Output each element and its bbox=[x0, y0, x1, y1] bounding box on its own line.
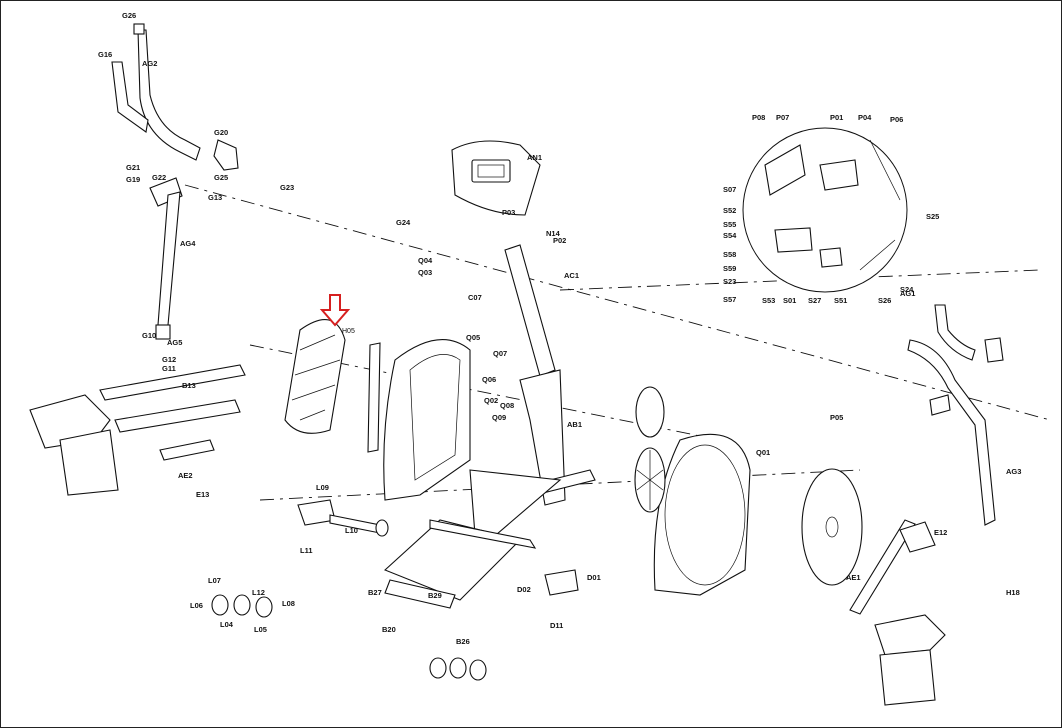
stabilizer-parts bbox=[211, 499, 579, 681]
part-label: P02 bbox=[553, 236, 566, 245]
part-label: S23 bbox=[723, 277, 736, 286]
part-label: AG5 bbox=[167, 338, 182, 347]
part-label: Q05 bbox=[466, 333, 480, 342]
part-label: S55 bbox=[723, 220, 736, 229]
part-label: P05 bbox=[830, 413, 843, 422]
part-label: L08 bbox=[282, 599, 295, 608]
part-label: P07 bbox=[776, 113, 789, 122]
base-frame bbox=[383, 519, 537, 609]
left-pedal-arm bbox=[29, 364, 246, 496]
part-label: Q09 bbox=[492, 413, 506, 422]
part-label: S57 bbox=[723, 295, 736, 304]
part-label: AE2 bbox=[178, 471, 193, 480]
part-label: G21 bbox=[126, 163, 140, 172]
part-label: G24 bbox=[396, 218, 411, 227]
part-labels: G26G16AG2G20G21G22G19G13G25G23G24AG4AN1P… bbox=[98, 11, 1021, 646]
part-label: P04 bbox=[858, 113, 872, 122]
part-label: AG2 bbox=[142, 59, 157, 68]
left-shroud bbox=[284, 319, 471, 501]
part-label: S07 bbox=[723, 185, 736, 194]
part-label: G12 bbox=[162, 355, 176, 364]
part-label: G16 bbox=[98, 50, 112, 59]
part-label: L06 bbox=[190, 601, 203, 610]
part-label: P08 bbox=[752, 113, 765, 122]
part-label: B13 bbox=[182, 381, 196, 390]
part-label: S53 bbox=[762, 296, 775, 305]
detail-inset bbox=[742, 127, 908, 293]
highlighted-part-label: H05 bbox=[342, 328, 355, 335]
part-label: S52 bbox=[723, 206, 736, 215]
highlight-arrow bbox=[319, 294, 351, 327]
part-label: S51 bbox=[834, 296, 847, 305]
part-label: L04 bbox=[220, 620, 234, 629]
flywheel bbox=[634, 386, 863, 586]
part-label: S27 bbox=[808, 296, 821, 305]
part-label: N14 bbox=[546, 229, 561, 238]
part-label: AB1 bbox=[567, 420, 582, 429]
right-handlebar bbox=[907, 304, 1004, 526]
part-label: L11 bbox=[300, 546, 313, 555]
part-label: L05 bbox=[254, 625, 267, 634]
part-label: P01 bbox=[830, 113, 843, 122]
part-label: L07 bbox=[208, 576, 221, 585]
part-label: P06 bbox=[890, 115, 903, 124]
part-label: L09 bbox=[316, 483, 329, 492]
part-label: Q08 bbox=[500, 401, 514, 410]
part-label: B27 bbox=[368, 588, 382, 597]
part-label: H18 bbox=[1006, 588, 1020, 597]
part-label: P03 bbox=[502, 208, 515, 217]
part-label: B20 bbox=[382, 625, 396, 634]
assembly-axis bbox=[184, 184, 1051, 421]
part-label: C07 bbox=[468, 293, 482, 302]
part-label: AG4 bbox=[180, 239, 196, 248]
part-label: Q01 bbox=[756, 448, 770, 457]
part-label: G26 bbox=[122, 11, 136, 20]
part-label: AC1 bbox=[564, 271, 579, 280]
part-label: Q04 bbox=[418, 256, 433, 265]
part-label: D02 bbox=[517, 585, 531, 594]
part-label: AN1 bbox=[527, 153, 542, 162]
part-label: G13 bbox=[208, 193, 222, 202]
part-label: E13 bbox=[196, 490, 209, 499]
part-label: Q03 bbox=[418, 268, 432, 277]
part-label: AE1 bbox=[846, 573, 861, 582]
part-label: G19 bbox=[126, 175, 140, 184]
part-label: G20 bbox=[214, 128, 228, 137]
right-pedal-arm bbox=[849, 519, 946, 706]
part-label: Q02 bbox=[484, 396, 498, 405]
part-label: S25 bbox=[926, 212, 939, 221]
console bbox=[451, 140, 541, 216]
part-label: B26 bbox=[456, 637, 470, 646]
part-label: S59 bbox=[723, 264, 736, 273]
part-label: E12 bbox=[934, 528, 947, 537]
part-label: G23 bbox=[280, 183, 294, 192]
part-label: D01 bbox=[587, 573, 601, 582]
part-label: S26 bbox=[878, 296, 891, 305]
part-label: G25 bbox=[214, 173, 228, 182]
part-label: G22 bbox=[152, 173, 166, 182]
part-label: S01 bbox=[783, 296, 796, 305]
part-label: Q06 bbox=[482, 375, 496, 384]
part-label: D11 bbox=[550, 621, 563, 630]
part-label: AG1 bbox=[900, 289, 915, 298]
part-label: Q07 bbox=[493, 349, 507, 358]
part-label: S54 bbox=[723, 231, 737, 240]
part-label: G10 bbox=[142, 331, 156, 340]
part-label: L12 bbox=[252, 588, 265, 597]
part-label: L10 bbox=[345, 526, 358, 535]
part-label: AG3 bbox=[1006, 467, 1021, 476]
left-handlebar bbox=[111, 23, 239, 340]
part-label: G11 bbox=[162, 364, 176, 373]
part-label: S24 bbox=[900, 285, 914, 294]
part-label: S58 bbox=[723, 250, 736, 259]
part-label: B29 bbox=[428, 591, 442, 600]
upright-tube bbox=[469, 244, 596, 541]
